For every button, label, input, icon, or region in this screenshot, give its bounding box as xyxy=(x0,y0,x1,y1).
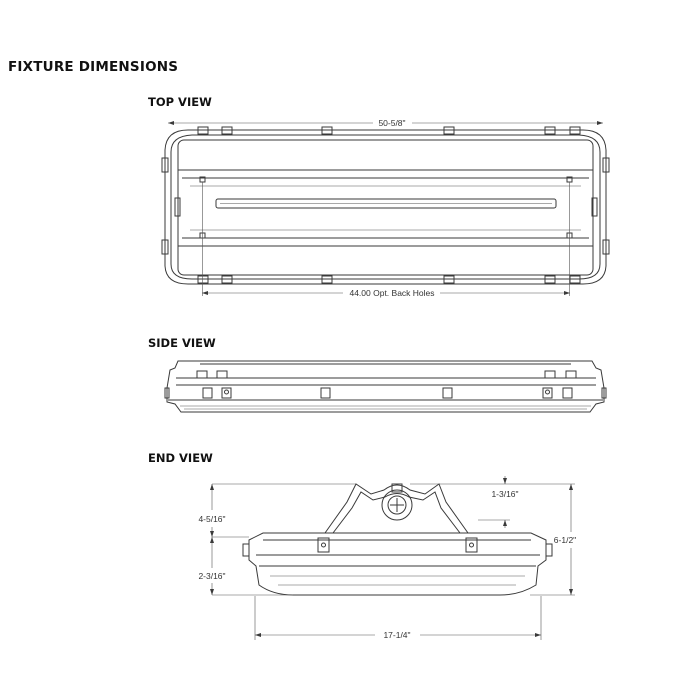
side-view-drawing xyxy=(164,360,607,413)
hanger-height-dimension: 1-3/16" xyxy=(491,489,518,499)
end-view-title: END VIEW xyxy=(148,451,213,465)
back-holes-dimension: 44.00 Opt. Back Holes xyxy=(349,288,434,298)
side-view-title: SIDE VIEW xyxy=(148,336,216,350)
top-length-dimension: 50-5/8" xyxy=(378,118,405,128)
end-view-drawing: 4-5/16" 2-3/16" 1-3/16" 6-1/2" 17-1/4" xyxy=(198,476,576,640)
total-height-dimension: 6-1/2" xyxy=(554,535,576,545)
width-dimension: 17-1/4" xyxy=(383,630,410,640)
upper-height-dimension: 4-5/16" xyxy=(198,514,225,524)
top-view-drawing: 50-5/8" xyxy=(161,118,610,298)
page-title: FIXTURE DIMENSIONS xyxy=(8,59,179,75)
lower-height-dimension: 2-3/16" xyxy=(198,571,225,581)
top-view-title: TOP VIEW xyxy=(148,95,212,109)
